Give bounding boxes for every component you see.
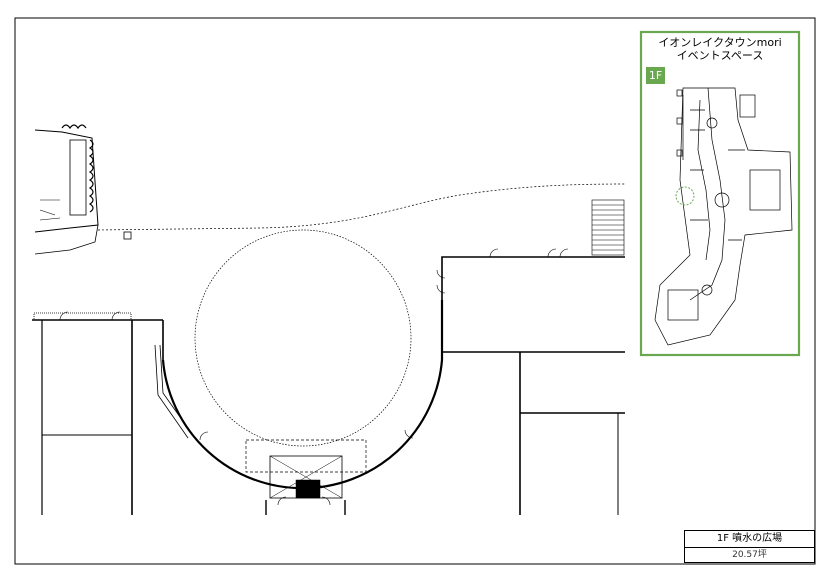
- inset-title: イオンレイクタウンmori イベントスペース: [644, 36, 796, 62]
- plaza-ramp: [154, 344, 193, 439]
- inset-location-marker: [675, 186, 695, 206]
- stage-area-outline: [245, 439, 367, 473]
- sheet-frame: [14, 17, 816, 565]
- floor-badge: 1F: [646, 67, 665, 84]
- inset-title-line1: イオンレイクタウンmori: [658, 36, 782, 49]
- inset-mall-outline: [654, 87, 793, 346]
- title-block: 1F 噴水の広場 20.57坪: [684, 530, 815, 563]
- title-block-name: 1F 噴水の広場: [685, 531, 814, 548]
- hatched-wall-strip: [33, 312, 132, 321]
- plaza-outer-wall: [161, 300, 444, 490]
- walkway-path-line: [97, 183, 626, 231]
- entrance-box: [269, 455, 343, 499]
- title-block-area: 20.57坪: [732, 550, 767, 560]
- upper-left-building: [34, 124, 99, 255]
- small-marker: [123, 231, 132, 240]
- building-walls: [32, 256, 625, 515]
- fountain-area-circle: [194, 229, 412, 447]
- stairs-right: [591, 199, 625, 256]
- inset-title-line2: イベントスペース: [676, 49, 764, 62]
- door-swings: [59, 248, 569, 506]
